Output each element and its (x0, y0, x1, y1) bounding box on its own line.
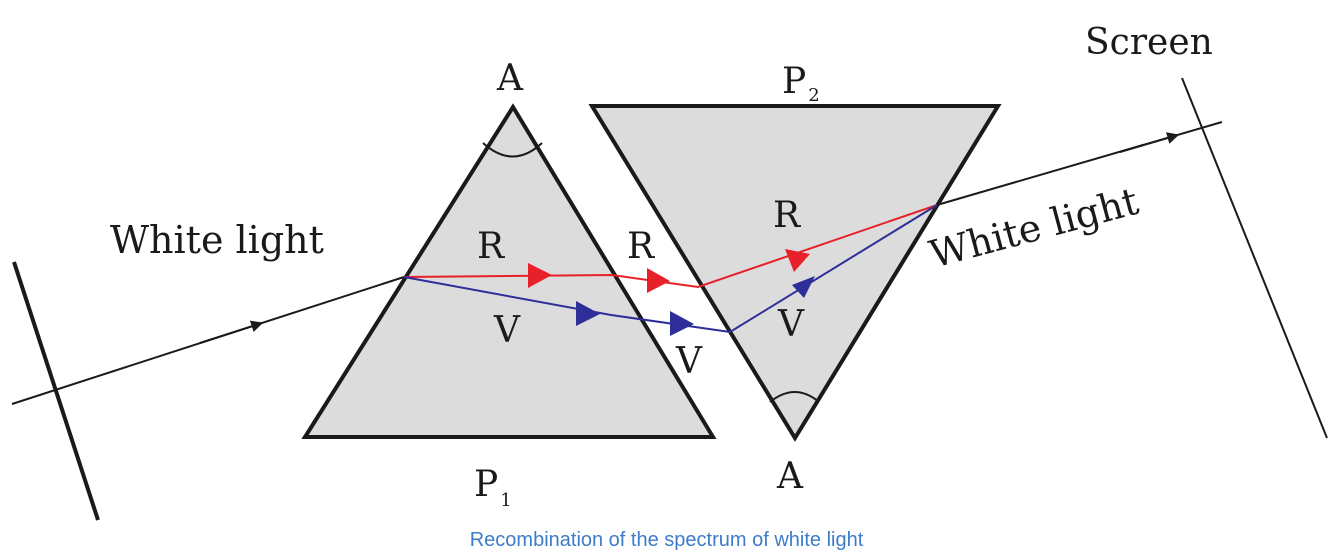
emergent-ray-arrow (1119, 132, 1180, 153)
ray-label-r-gap: R (627, 226, 655, 267)
prism2-subscript: 2 (808, 85, 819, 106)
incoming-ray-arrow (199, 320, 264, 344)
red-arrow-1 (528, 263, 552, 288)
red-arrow-2 (647, 268, 670, 293)
prism1-name: P (474, 464, 498, 505)
ray-label-v-prism2: V (777, 304, 805, 345)
prism-p1-apex-angle (482, 142, 543, 158)
screen-line (1181, 77, 1328, 439)
prism-p2 (588, 104, 1002, 442)
ray-label-v-prism1: V (493, 310, 521, 351)
violet-arrow-2 (670, 311, 694, 336)
screen-label: Screen (1085, 22, 1213, 63)
slit-barrier (12, 261, 100, 521)
figure-caption: Recombination of the spectrum of white l… (469, 529, 864, 551)
violet-arrow-3 (792, 276, 815, 298)
ray-label-v-gap: V (675, 341, 703, 382)
prism1-apex-label: A (496, 58, 524, 99)
white-light-out-label: White light (925, 179, 1143, 277)
prism2-name: P (782, 61, 806, 102)
white-light-in-label: White light (110, 218, 324, 262)
prism-p1 (301, 103, 717, 439)
violet-arrow-1 (576, 301, 600, 326)
ray-label-r-prism1: R (477, 226, 505, 267)
prism-p2-apex-angle (769, 391, 820, 403)
prism2-apex-label: A (776, 456, 804, 497)
ray-label-r-prism2: R (773, 195, 801, 236)
prism1-subscript: 1 (500, 490, 511, 511)
red-arrow-3 (785, 249, 810, 272)
